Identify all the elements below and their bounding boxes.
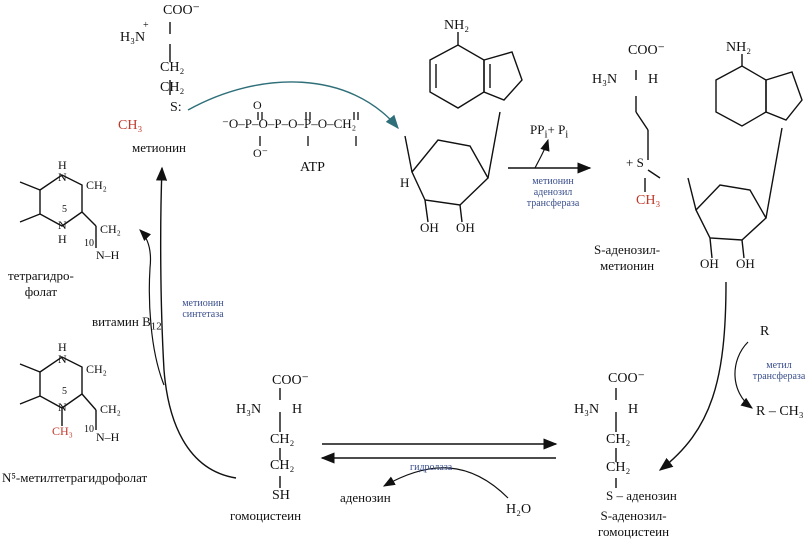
methyl-thf-structure <box>19 356 97 430</box>
sam-carboxyl: COO⁻ <box>628 43 665 58</box>
methionine-adenosyltransferase-label: метионин аденозил трансфераза <box>526 176 580 209</box>
thf-n-top: N <box>58 170 67 184</box>
homocysteine-h: H <box>292 402 303 417</box>
sah-ch2-b: CH₂ <box>606 460 631 475</box>
sah-carboxyl: COO⁻ <box>608 371 645 386</box>
methyl-thf-nh: N–H <box>96 430 120 444</box>
methionine-carboxyl: COO⁻ <box>163 3 200 18</box>
ppi-label: PPi+ Pi <box>530 122 569 141</box>
methionine-amine: H₃N <box>120 30 146 45</box>
sah-name: S-аденозил- гомоцистеин <box>598 508 670 539</box>
methyl-thf-methyl: CH₃ <box>52 424 73 438</box>
methyl-thf-n10: 10 <box>84 424 94 435</box>
atp-ribose-ring <box>404 111 501 223</box>
methyl-thf-ch2-b: CH₂ <box>100 402 121 416</box>
vitamin-b12-label: витамин B12 <box>92 314 162 333</box>
sah-ch2-a: CH₂ <box>606 432 631 447</box>
thf-n: N <box>58 218 67 232</box>
methionine-synthase-label: метионин синтетаза <box>182 298 224 320</box>
sam-h: H <box>648 72 659 87</box>
homocysteine-amine: H₃N <box>236 402 262 417</box>
sam-name: S-аденозил- метионин <box>594 242 661 273</box>
methylated-product: R – CH₃ <box>756 404 804 419</box>
thf-h-top: H <box>58 158 67 172</box>
methionine-ch2-b: CH₂ <box>160 80 185 95</box>
hydrolysis-side-arrow <box>382 467 509 499</box>
methyl-thf-n-top: N <box>58 352 67 366</box>
atp-oh-left: OH <box>420 220 439 235</box>
methionine-name: метионин <box>132 140 187 155</box>
methionine-methyl: CH₃ <box>118 118 143 133</box>
homocysteine-sh: SH <box>272 488 290 503</box>
methyl-thf-n: N <box>58 400 67 414</box>
sam-oh-left: OH <box>700 256 719 271</box>
methyl-thf-h-top: H <box>58 340 67 354</box>
thf-n10: 10 <box>84 238 94 249</box>
homocysteine-ch2-b: CH₂ <box>270 458 295 473</box>
sam-structure <box>635 54 803 259</box>
methionine-synthase-arrow <box>155 166 237 479</box>
methyl-thf-name: N⁵-метилтетрагидрофолат <box>2 470 148 485</box>
atp-oxygen-bottom: O⁻ <box>253 146 268 160</box>
homocysteine-carboxyl: COO⁻ <box>272 373 309 388</box>
sam-oh-right: OH <box>736 256 755 271</box>
thf-structure <box>19 174 97 248</box>
methyl-acceptor: R <box>760 324 770 339</box>
atp-adenine-amine: NH₂ <box>444 18 470 33</box>
atp-adenine-ring <box>429 32 523 109</box>
adenosine-product: аденозин <box>340 490 391 505</box>
methyltransferase-arrow <box>658 281 727 471</box>
atp-phosphate-bonds <box>257 112 359 146</box>
hydrolase-label: гидролаза <box>410 462 453 473</box>
methionine-plus: + <box>143 20 149 31</box>
atp-name: ATP <box>300 160 325 175</box>
thf-n5: 5 <box>62 204 67 215</box>
atp-oxygen-top: O <box>253 98 262 112</box>
methyl-acceptor-arrow <box>734 341 753 409</box>
sam-sulfur: + S <box>626 155 644 170</box>
thf-nh: N–H <box>96 248 120 262</box>
homocysteine-ch2-a: CH₂ <box>270 432 295 447</box>
methyl-thf-ch2: CH₂ <box>86 362 107 376</box>
sam-adenine-amine: NH₂ <box>726 40 752 55</box>
homocysteine-name: гомоцистеин <box>230 508 302 523</box>
folate-cycle-arrow <box>139 229 165 386</box>
water-reactant: H₂O <box>506 502 532 517</box>
sah-s-adenosine: S – аденозин <box>606 488 677 503</box>
sah-h: H <box>628 402 639 417</box>
sam-amine: H₃N <box>592 72 618 87</box>
methyltransferase-label: метил трансфераза <box>752 360 806 382</box>
atp-h: H <box>400 175 410 190</box>
methyl-transfer-arrow <box>187 81 399 130</box>
thf-ch2-b: CH₂ <box>100 222 121 236</box>
atp-oh-right: OH <box>456 220 475 235</box>
ppi-release-arrow <box>534 138 550 169</box>
atp-phosphate-chain: ⁻O–P–O–P–O–P–O–CH₂ <box>222 116 357 131</box>
thf-name: тетрагидро- фолат <box>8 268 74 299</box>
sam-methyl: CH₃ <box>636 193 661 208</box>
methionine-sulfur: S: <box>170 100 182 115</box>
thf-ch2: CH₂ <box>86 178 107 192</box>
methionine-ch2-a: CH₂ <box>160 60 185 75</box>
methyl-thf-n5: 5 <box>62 386 67 397</box>
thf-h-bottom: H <box>58 232 67 246</box>
sah-amine: H₃N <box>574 402 600 417</box>
